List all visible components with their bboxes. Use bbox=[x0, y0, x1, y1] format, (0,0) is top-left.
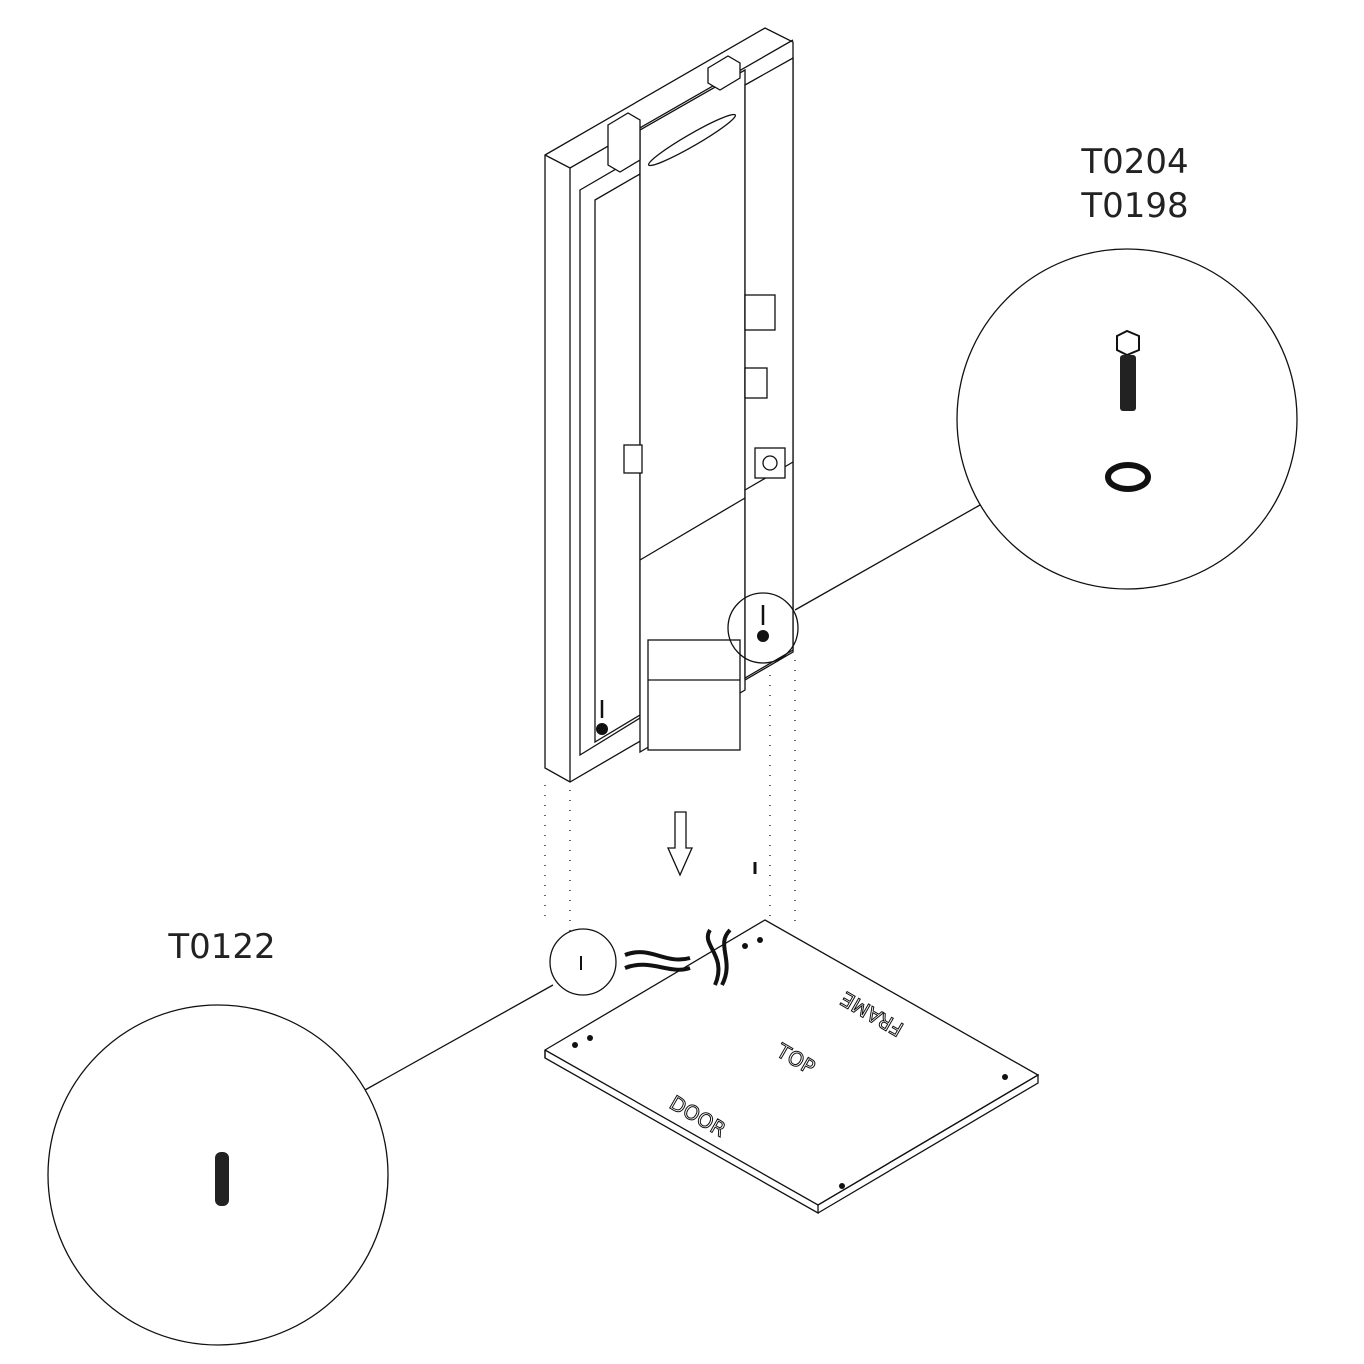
part-number-t0198: T0198 bbox=[1081, 186, 1189, 226]
hex-bolt-icon bbox=[1116, 329, 1140, 411]
cables bbox=[624, 928, 732, 986]
down-arrow-icon bbox=[666, 811, 694, 877]
upright-frame bbox=[544, 27, 794, 783]
dowel-pin-icon bbox=[215, 1152, 229, 1206]
part-number-t0122: T0122 bbox=[168, 927, 276, 967]
callout-left bbox=[47, 928, 617, 1346]
top-board: TOP DOOR FRAME bbox=[544, 919, 1040, 1215]
washer-icon bbox=[1105, 462, 1151, 492]
alignment-guides bbox=[544, 660, 796, 935]
callout-right bbox=[727, 248, 1298, 664]
part-number-t0204: T0204 bbox=[1081, 142, 1189, 182]
